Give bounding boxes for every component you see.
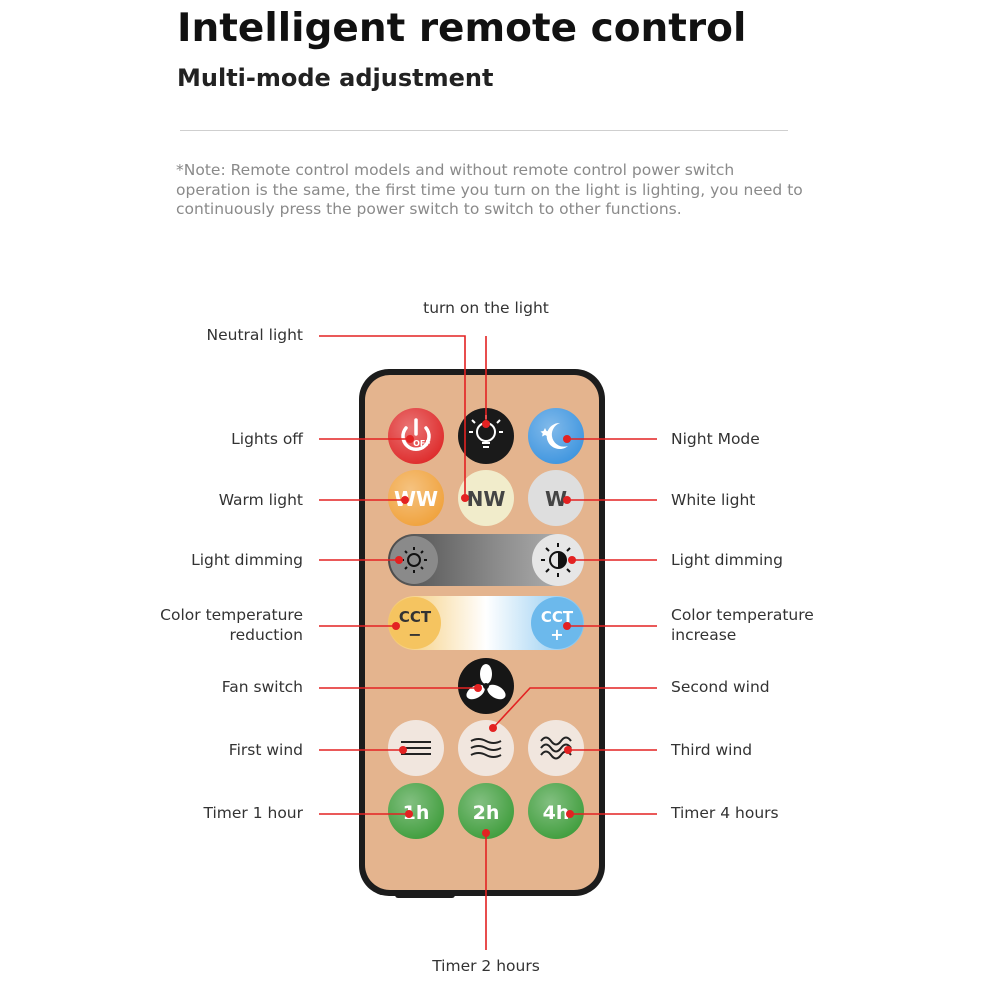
- cct-up-text: CCT: [541, 608, 574, 626]
- cct-down-button[interactable]: CCT −: [389, 597, 441, 649]
- label-third-wind: Third wind: [671, 741, 753, 759]
- neutral-light-button[interactable]: NW: [458, 470, 514, 526]
- label-timer-2h: Timer 2 hours: [432, 957, 540, 975]
- plus-icon: +: [550, 625, 563, 644]
- pointer-lines: [319, 335, 657, 950]
- timer-4h-button[interactable]: 4h: [528, 783, 584, 839]
- page-subtitle: Multi-mode adjustment: [177, 64, 494, 92]
- label-dimming-up: Light dimming: [671, 551, 783, 569]
- label-cct-increase-line1: Color temperature: [671, 606, 814, 624]
- note-text: *Note: Remote control models and without…: [176, 161, 803, 218]
- power-icon: [401, 426, 431, 452]
- dimming-up-button[interactable]: [532, 534, 584, 586]
- w-text: W: [545, 487, 567, 511]
- label-warm-light: Warm light: [218, 491, 303, 509]
- turn-on-light-button[interactable]: [458, 408, 514, 464]
- wind-medium-icon: [470, 738, 502, 758]
- timer-4h-text: 4h: [543, 802, 570, 824]
- label-neutral-light: Neutral light: [206, 326, 304, 344]
- moon-icon: [546, 422, 568, 449]
- timer-1h-button[interactable]: 1h: [388, 783, 444, 839]
- warm-light-button[interactable]: WW: [388, 470, 444, 526]
- nw-text: NW: [467, 487, 506, 511]
- power-off-button[interactable]: OFF: [388, 408, 444, 464]
- minus-icon: −: [408, 625, 421, 644]
- label-fan-switch: Fan switch: [221, 678, 303, 696]
- label-first-wind: First wind: [228, 741, 303, 759]
- label-timer-4h: Timer 4 hours: [671, 804, 779, 822]
- label-white-light: White light: [671, 491, 756, 509]
- ww-text: WW: [394, 487, 438, 511]
- page-title: Intelligent remote control: [177, 6, 747, 51]
- timer-1h-text: 1h: [403, 802, 430, 824]
- off-text: OFF: [413, 439, 431, 448]
- dimming-down-button[interactable]: [390, 536, 438, 584]
- cct-up-button[interactable]: CCT +: [531, 597, 583, 649]
- label-lights-off: Lights off: [231, 430, 303, 448]
- label-second-wind: Second wind: [671, 678, 770, 696]
- label-dimming-down: Light dimming: [191, 551, 303, 569]
- white-light-button[interactable]: W: [528, 470, 584, 526]
- second-wind-button[interactable]: [458, 720, 514, 776]
- star-icon: [540, 428, 550, 437]
- timer-2h-text: 2h: [473, 802, 500, 824]
- divider: [180, 130, 788, 131]
- pointer-neutral: [319, 335, 466, 498]
- label-cct-reduction-line2: reduction: [229, 626, 303, 644]
- pointer-dots: [392, 420, 576, 837]
- pointer-second-wind: [492, 687, 657, 729]
- timer-2h-button[interactable]: 2h: [458, 783, 514, 839]
- remote-bottom-notch: [395, 890, 455, 898]
- third-wind-button[interactable]: [528, 720, 584, 776]
- dim-sun-icon: [401, 547, 427, 573]
- label-night-mode: Night Mode: [671, 430, 760, 448]
- dimming-bar: [388, 534, 584, 586]
- fan-switch-button[interactable]: [458, 658, 514, 714]
- cct-down-text: CCT: [399, 608, 432, 626]
- first-wind-button[interactable]: [388, 720, 444, 776]
- label-turn-on-light: turn on the light: [423, 299, 549, 317]
- label-cct-increase-line2: increase: [671, 626, 737, 644]
- night-mode-button[interactable]: [528, 408, 584, 464]
- label-cct-reduction-line1: Color temperature: [160, 606, 303, 624]
- label-timer-1h: Timer 1 hour: [203, 804, 303, 822]
